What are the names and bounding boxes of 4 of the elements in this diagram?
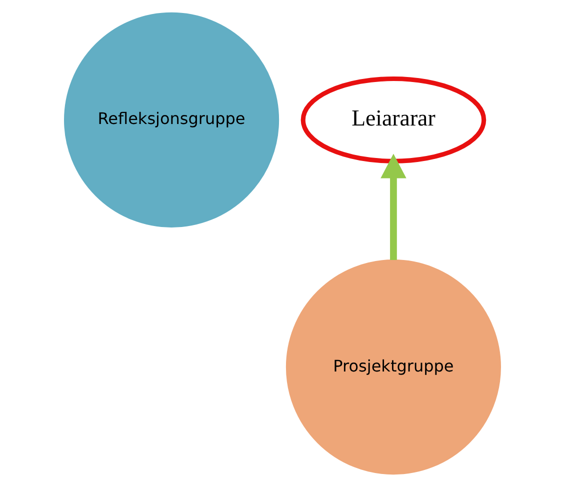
node-ellipse: Leiararar: [300, 76, 486, 164]
arrow: [380, 154, 406, 260]
node-circle: Refleksjonsgruppe: [64, 12, 280, 228]
node-circle: Prosjektgruppe: [286, 260, 501, 475]
